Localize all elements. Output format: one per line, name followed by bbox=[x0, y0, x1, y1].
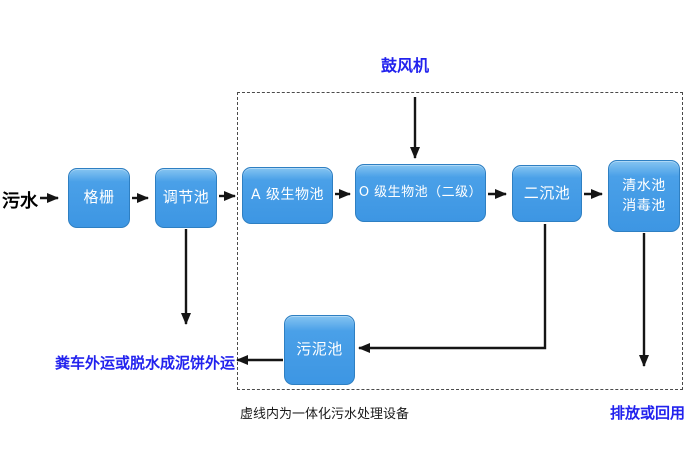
node-clear-water-disinfection-tank: 清水池 消毒池 bbox=[608, 160, 680, 232]
node-clear-water-label: 清水池 bbox=[622, 177, 666, 194]
node-disinfection-label: 消毒池 bbox=[622, 198, 666, 214]
influent-label: 污水 bbox=[2, 191, 38, 212]
integrated-equipment-dashed-boundary bbox=[237, 92, 683, 390]
blower-label: 鼓风机 bbox=[380, 56, 429, 75]
node-sludge-tank-label: 污泥池 bbox=[296, 340, 343, 359]
node-bio-tank-o-label: O 级生物池（二级） bbox=[358, 184, 483, 200]
node-bio-tank-a: A 级生物池 bbox=[242, 167, 333, 224]
node-regulating-tank-label: 调节池 bbox=[162, 188, 210, 207]
dashed-box-caption: 虚线内为一体化污水处理设备 bbox=[240, 407, 410, 422]
node-bar-screen: 格栅 bbox=[68, 168, 130, 228]
node-secondary-clarifier-label: 二沉池 bbox=[523, 183, 571, 202]
sludge-disposal-label: 粪车外运或脱水成泥饼外运 bbox=[55, 354, 236, 372]
node-sludge-tank: 污泥池 bbox=[284, 315, 355, 385]
node-bio-tank-a-label: A 级生物池 bbox=[250, 187, 325, 204]
node-bar-screen-label: 格栅 bbox=[83, 188, 115, 207]
node-secondary-clarifier: 二沉池 bbox=[512, 165, 582, 222]
node-bio-tank-o: O 级生物池（二级） bbox=[355, 164, 486, 222]
effluent-label: 排放或回用 bbox=[610, 404, 686, 422]
node-regulating-tank: 调节池 bbox=[155, 168, 217, 228]
